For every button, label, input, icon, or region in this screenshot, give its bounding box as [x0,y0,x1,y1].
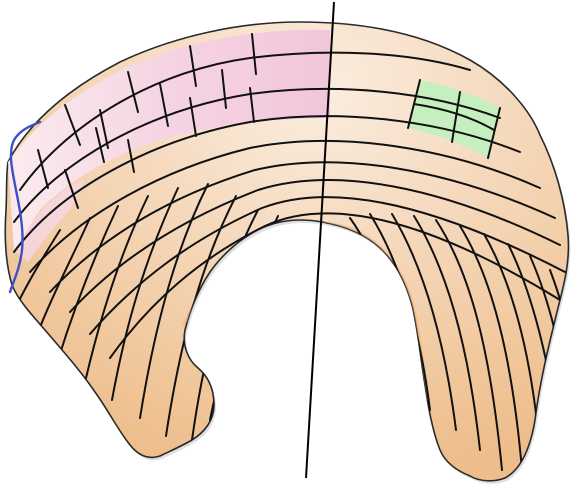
cross-section-diagram [0,0,571,504]
diagram-canvas [0,0,571,504]
